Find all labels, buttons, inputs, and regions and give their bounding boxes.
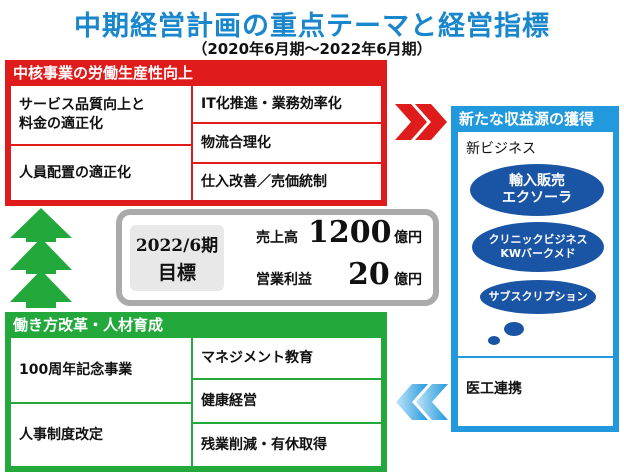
profit-label: 営業利益 bbox=[256, 272, 312, 288]
workstyle-grid: 100周年記念事業 人事制度改定 マネジメント教育 健康経営 残業削減・有休取得 bbox=[11, 338, 381, 466]
target-badge: 2022/6期 目標 bbox=[130, 225, 224, 291]
divider bbox=[191, 338, 193, 466]
divider bbox=[193, 378, 381, 380]
thought-bubble bbox=[488, 336, 500, 345]
business-bubble: サブスクリプション bbox=[480, 280, 596, 314]
divider bbox=[193, 162, 381, 164]
divider bbox=[193, 122, 381, 124]
chevron-left-icon bbox=[396, 384, 448, 420]
sales-unit: 億円 bbox=[394, 230, 422, 246]
workstyle-heading: 働き方改革・人材育成 bbox=[13, 316, 164, 334]
business-bubble: クリニックビジネス KWバークメド bbox=[472, 222, 604, 272]
business-bubble: 輸入販売 エクソーラ bbox=[470, 164, 604, 216]
revenue-content: 新ビジネス 輸入販売 エクソーラ クリニックビジネス KWバークメド サブスクリ… bbox=[458, 132, 613, 426]
productivity-item: 人員配置の適正化 bbox=[11, 146, 191, 200]
new-business-label: 新ビジネス bbox=[466, 141, 536, 157]
sales-value: 1200 bbox=[308, 215, 392, 250]
target-period: 2022/6期 bbox=[135, 236, 219, 256]
profit-value: 20 bbox=[348, 257, 390, 292]
workstyle-item: 残業削減・有休取得 bbox=[193, 424, 381, 466]
productivity-item: 物流合理化 bbox=[193, 124, 381, 162]
target-panel: 2022/6期 目標 売上高 1200 億円 営業利益 20 億円 bbox=[116, 209, 439, 306]
divider bbox=[458, 356, 613, 358]
workstyle-item: 人事制度改定 bbox=[11, 404, 191, 466]
arrow-up-icon bbox=[10, 208, 72, 308]
productivity-item: サービス品質向上と 料金の適正化 bbox=[11, 86, 191, 144]
medical-label: 医工連携 bbox=[466, 381, 522, 397]
workstyle-item: マネジメント教育 bbox=[193, 338, 381, 378]
chevron-right-icon bbox=[395, 104, 447, 140]
productivity-item: IT化推進・業務効率化 bbox=[193, 86, 381, 122]
productivity-heading: 中核事業の労働生産性向上 bbox=[13, 64, 194, 82]
thought-bubble bbox=[504, 322, 524, 336]
sales-label: 売上高 bbox=[256, 230, 298, 246]
productivity-item: 仕入改善／売価統制 bbox=[193, 164, 381, 200]
profit-unit: 億円 bbox=[394, 272, 422, 288]
divider bbox=[11, 402, 191, 404]
page-title: 中期経営計画の重点テーマと経営指標 bbox=[74, 11, 550, 42]
productivity-grid: サービス品質向上と 料金の適正化 人員配置の適正化 IT化推進・業務効率化 物流… bbox=[11, 86, 381, 200]
divider bbox=[191, 86, 193, 200]
workstyle-item: 健康経営 bbox=[193, 380, 381, 422]
target-label: 目標 bbox=[157, 262, 196, 284]
divider bbox=[11, 144, 191, 146]
page-subtitle: （2020年6月期～2022年6月期） bbox=[192, 40, 432, 58]
workstyle-item: 100周年記念事業 bbox=[11, 338, 191, 402]
revenue-heading: 新たな収益源の獲得 bbox=[459, 110, 595, 128]
divider bbox=[193, 422, 381, 424]
